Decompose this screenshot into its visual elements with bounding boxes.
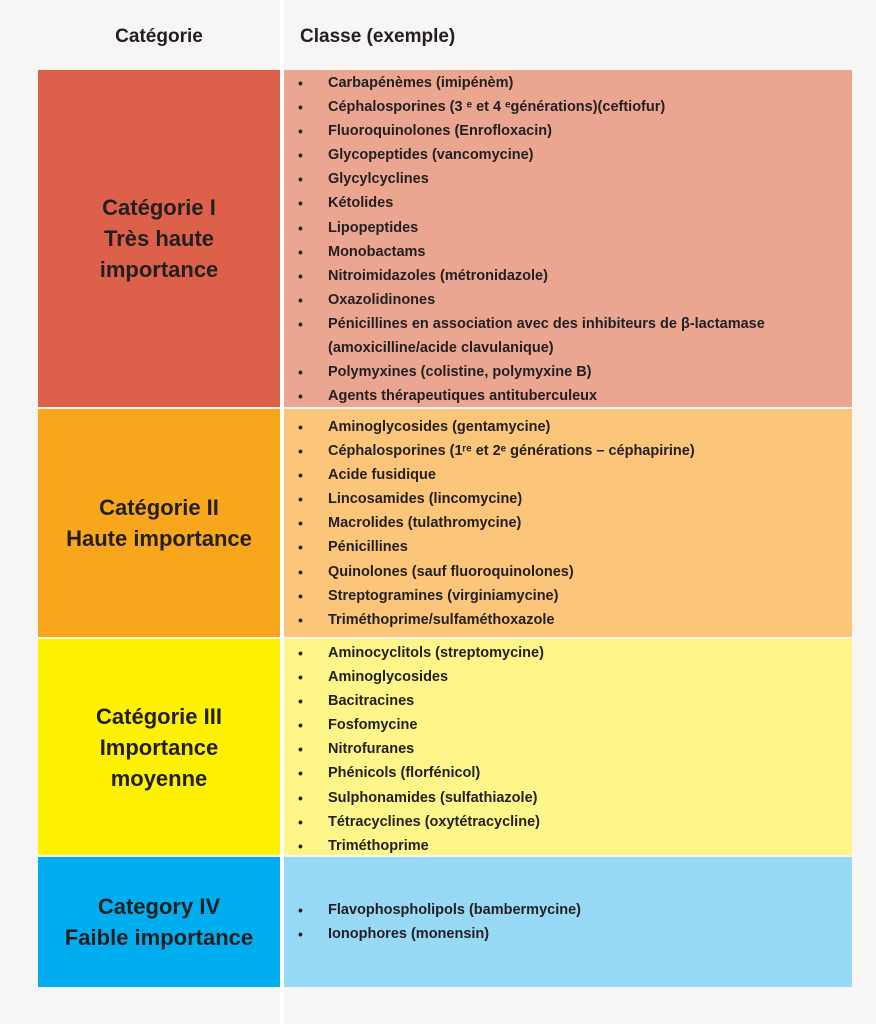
list-item: •Streptogramines (virginiamycine): [284, 584, 852, 608]
bullet-icon: •: [298, 789, 303, 806]
list-item: •Sulphonamides (sulfathiazole): [284, 786, 852, 810]
bullet-icon: •: [298, 171, 303, 188]
bullet-icon: •: [298, 123, 303, 140]
list-item: •Triméthoprime: [284, 834, 852, 858]
bullet-icon: •: [298, 364, 303, 381]
list-item: •Carbapénèmes (imipénèm): [284, 71, 852, 95]
bullet-icon: •: [298, 267, 303, 284]
list-item: •Pénicillines: [284, 535, 852, 559]
list-item: •Acide fusidique: [284, 463, 852, 487]
list-item: •Glycopeptides (vancomycine): [284, 143, 852, 167]
bullet-icon: •: [298, 467, 303, 484]
bullet-icon: •: [298, 611, 303, 628]
list-item: •Lincosamides (lincomycine): [284, 487, 852, 511]
list-item: •Fluoroquinolones (Enrofloxacin): [284, 119, 852, 143]
bullet-icon: •: [298, 717, 303, 734]
bullet-icon: •: [298, 901, 303, 918]
class-cell: •Aminocyclitols (streptomycine) •Aminogl…: [284, 639, 852, 855]
list-item: •Fosfomycine: [284, 713, 852, 737]
table-row-category-4: Category IV Faible importance •Flavophos…: [38, 857, 852, 987]
list-item: •Aminocyclitols (streptomycine): [284, 641, 852, 665]
category-title-line: Très haute: [103, 226, 215, 251]
class-cell: •Carbapénèmes (imipénèm) •Céphalosporine…: [284, 70, 852, 407]
list-item: •Céphalosporines (1ʳᵉ et 2ᵉ générations …: [284, 439, 852, 463]
list-item: •Lipopeptides: [284, 216, 852, 240]
bullet-icon: •: [298, 765, 303, 782]
bullet-icon: •: [298, 388, 303, 405]
bullet-icon: •: [298, 147, 303, 164]
category-title-line: Catégorie I: [102, 195, 216, 220]
class-list: •Carbapénèmes (imipénèm) •Céphalosporine…: [284, 71, 852, 408]
list-item: •Oxazolidinones: [284, 288, 852, 312]
list-item: •Flavophospholipols (bambermycine): [284, 898, 852, 922]
category-title-line: Faible importance: [64, 925, 254, 950]
list-item: •Polymyxines (colistine, polymyxine B): [284, 360, 852, 384]
bullet-icon: •: [298, 926, 303, 942]
list-item: •Bacitracines: [284, 689, 852, 713]
class-list: •Aminoglycosides (gentamycine) •Céphalos…: [284, 415, 852, 632]
bullet-icon: •: [298, 219, 303, 236]
list-item: •Tétracyclines (oxytétracycline): [284, 810, 852, 834]
list-item: •Aminoglycosides (gentamycine): [284, 415, 852, 439]
bullet-icon: •: [298, 515, 303, 532]
table-row-category-1: Catégorie I Très haute importance •Carba…: [38, 70, 852, 407]
bullet-icon: •: [298, 813, 303, 830]
header-category: Catégorie: [115, 26, 203, 47]
bullet-icon: •: [298, 645, 303, 661]
table-row-category-2: Catégorie II Haute importance •Aminoglyc…: [38, 409, 852, 637]
bullet-icon: •: [298, 315, 303, 332]
header-class: Classe (exemple): [300, 26, 456, 47]
column-divider: [280, 0, 284, 1024]
list-item: •Monobactams: [284, 240, 852, 264]
list-item: •Macrolides (tulathromycine): [284, 511, 852, 535]
category-cell: Catégorie I Très haute importance: [38, 70, 280, 407]
list-item: •Céphalosporines (3 ᵉ et 4 ᵉgénérations)…: [284, 95, 852, 119]
list-item: •Ionophores (monensin): [284, 922, 852, 946]
bullet-icon: •: [298, 693, 303, 710]
list-item: •Agents thérapeutiques antituberculeux: [284, 384, 852, 408]
list-item: •Quinolones (sauf fluoroquinolones): [284, 560, 852, 584]
bullet-icon: •: [298, 563, 303, 580]
list-item: •Kétolides: [284, 191, 852, 215]
bullet-icon: •: [298, 243, 303, 260]
bullet-icon: •: [298, 491, 303, 508]
class-list: •Flavophospholipols (bambermycine) •Iono…: [284, 898, 852, 946]
bullet-icon: •: [298, 443, 303, 460]
list-item: •Glycylcyclines: [284, 167, 852, 191]
bullet-icon: •: [298, 291, 303, 308]
category-title-line: Haute importance: [66, 526, 252, 551]
bullet-icon: •: [298, 669, 303, 686]
category-title-line: importance: [99, 257, 219, 282]
list-item: •Nitroimidazoles (métronidazole): [284, 264, 852, 288]
category-title-line: moyenne: [110, 765, 208, 791]
class-cell: •Aminoglycosides (gentamycine) •Céphalos…: [284, 409, 852, 637]
category-cell: Catégorie II Haute importance: [38, 409, 280, 637]
category-cell: Catégorie III Importance moyenne: [38, 639, 280, 855]
class-cell: •Flavophospholipols (bambermycine) •Iono…: [284, 857, 852, 987]
category-cell: Category IV Faible importance: [38, 857, 280, 987]
table-row-category-3: Catégorie III Importance moyenne •Aminoc…: [38, 639, 852, 855]
bullet-icon: •: [298, 75, 303, 91]
list-item: •Nitrofuranes: [284, 737, 852, 761]
bullet-icon: •: [298, 419, 303, 435]
bullet-icon: •: [298, 587, 303, 604]
table-header: Catégorie Classe (exemple): [0, 0, 876, 70]
bullet-icon: •: [298, 99, 303, 116]
list-item: •Phénicols (florfénicol): [284, 761, 852, 785]
category-title-line: Catégorie II: [99, 495, 219, 520]
list-item: •Aminoglycosides: [284, 665, 852, 689]
bullet-icon: •: [298, 539, 303, 556]
bullet-icon: •: [298, 741, 303, 758]
class-list: •Aminocyclitols (streptomycine) •Aminogl…: [284, 641, 852, 858]
category-title-line: Category IV: [97, 894, 221, 919]
list-item: •Pénicillines en association avec des in…: [284, 312, 852, 360]
bullet-icon: •: [298, 837, 303, 854]
category-title-line: Importance: [99, 734, 219, 760]
category-title-line: Catégorie III: [96, 703, 222, 729]
list-item: •Triméthoprime/sulfaméthoxazole: [284, 608, 852, 632]
bullet-icon: •: [298, 195, 303, 212]
